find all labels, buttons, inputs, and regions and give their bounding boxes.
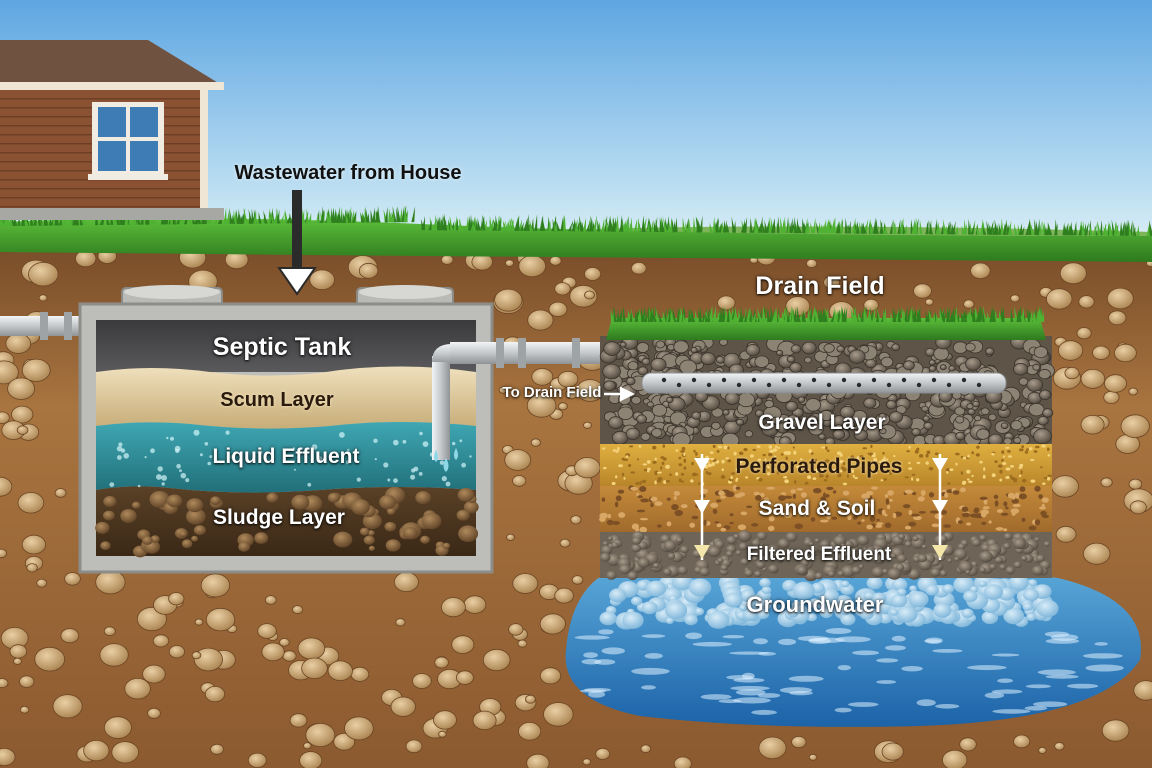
liquid-effluent-layer [96, 422, 476, 493]
filtered-effluent-label: Filtered Effluent [746, 544, 892, 565]
septic-tank [78, 285, 494, 574]
house-trim [200, 90, 208, 212]
sludge-layer-label: Sludge Layer [213, 506, 345, 529]
pipe-perforations [661, 377, 982, 388]
drain-field-turf [606, 318, 1046, 340]
soil-band-specks [599, 484, 1049, 533]
tank-air-space [96, 320, 476, 372]
filter-stones [599, 530, 1051, 582]
groundwater-label: Groundwater [746, 592, 884, 617]
sludge-particles [95, 486, 479, 558]
drain-field [565, 305, 1141, 727]
ground-grass [0, 218, 1152, 262]
scum-layer-label: Scum Layer [220, 389, 334, 411]
liquid-effluent-label: Liquid Effluent [212, 445, 360, 468]
sand-specks [601, 444, 1053, 486]
septic-tank-label: Septic Tank [212, 333, 352, 361]
house-window [88, 102, 168, 180]
sand-layer [600, 444, 1052, 486]
gravel-layer-label: Gravel Layer [758, 411, 886, 434]
drain-field-label: Drain Field [755, 272, 885, 300]
house-foundation [0, 208, 224, 220]
outlet-pipe [432, 338, 610, 472]
house [0, 40, 224, 220]
sand-soil-label: Sand & Soil [758, 497, 876, 520]
inlet-pipe [0, 312, 86, 340]
house-eave [0, 82, 224, 90]
effluent-bubbles [109, 429, 472, 488]
to-drain-field-label: To Drain Field [502, 384, 602, 401]
water-ripples [574, 628, 1124, 715]
drain-field-turf-blades [610, 305, 1045, 322]
perforated-pipes-label: Perforated Pipes [735, 455, 903, 478]
scum-layer [96, 366, 476, 429]
wastewater-from-house-label: Wastewater from House [234, 162, 462, 184]
groundwater-gravel [599, 574, 1059, 630]
downward-flow-arrows [694, 454, 948, 560]
house-roof [0, 40, 220, 84]
perforated-pipe [641, 372, 1007, 394]
inflow-arrow [277, 190, 317, 296]
